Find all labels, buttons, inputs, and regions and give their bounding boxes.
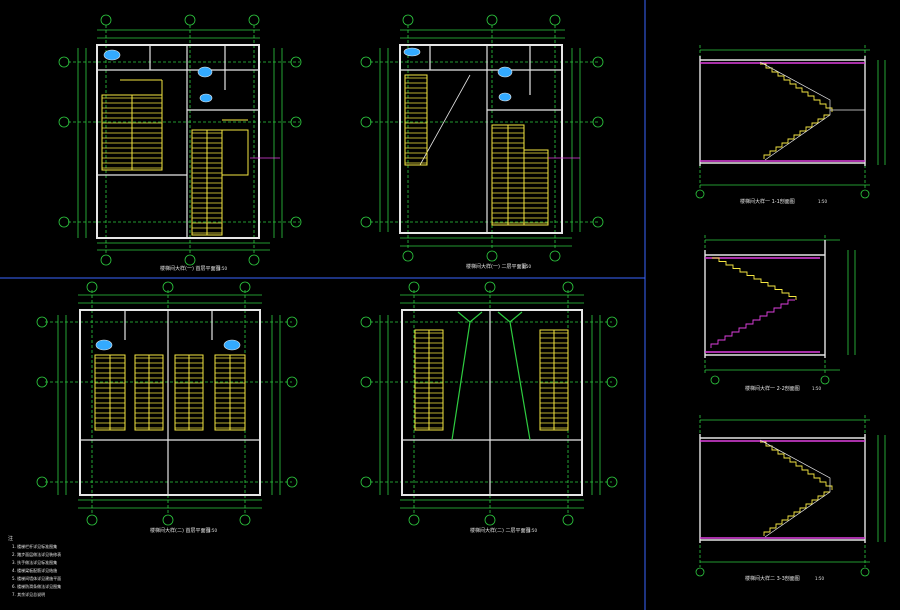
section-stair-profile bbox=[760, 63, 833, 112]
section-2-scale: 1:50 bbox=[812, 386, 821, 391]
section-3-title: 楼梯间大样二 3-3剖面图 bbox=[745, 575, 800, 582]
section-stair-profile bbox=[712, 257, 797, 300]
section-1-scale: 1:50 bbox=[818, 199, 827, 204]
section-stair-profile bbox=[710, 299, 795, 348]
note-item: 6. 楼梯防滑条做法详见图集 bbox=[12, 583, 61, 589]
plan-1-scale: 1:50 bbox=[218, 266, 227, 271]
section-stair-profile bbox=[763, 114, 830, 159]
section-3: 楼梯间大样二 3-3剖面图 1:50 bbox=[695, 415, 886, 582]
note-item: 7. 其余详见总说明 bbox=[12, 591, 45, 597]
plan-1-title: 楼梯间大样(一) 首层平面图 bbox=[160, 265, 221, 272]
plan-4-scale: 1:50 bbox=[528, 528, 537, 533]
note-item: 3. 扶手做法详见标准图集 bbox=[12, 559, 57, 565]
note-item: 5. 楼梯间墙体详见建施平面 bbox=[12, 575, 61, 581]
plan-4-title: 楼梯间大样(二) 二层平面图 bbox=[470, 527, 531, 534]
notes-heading: 注 bbox=[8, 535, 13, 542]
section-1-title: 楼梯间大样一 1-1剖面图 bbox=[740, 198, 795, 205]
section-2-title: 楼梯间大样一 2-2剖面图 bbox=[745, 385, 800, 392]
notes-block: 注 1. 楼梯栏杆详见标准图集 2. 踏步面层做法详见装修表 3. 扶手做法详见… bbox=[8, 535, 61, 597]
plan-3-title: 楼梯间大样(二) 首层平面图 bbox=[150, 527, 211, 534]
note-item: 1. 楼梯栏杆详见标准图集 bbox=[12, 543, 57, 549]
plan-4: 楼梯间大样(二) 二层平面图 1:50 bbox=[360, 281, 618, 534]
section-1: 楼梯间大样一 1-1剖面图 1:50 bbox=[695, 45, 886, 205]
plan-2-title: 楼梯间大样(一) 二层平面图 bbox=[466, 263, 527, 270]
plan-1: 楼梯间大样(一) 首层平面图 1:50 bbox=[58, 14, 302, 272]
section-2: 楼梯间大样一 2-2剖面图 1:50 bbox=[704, 235, 856, 392]
plan-3-scale: 1:50 bbox=[208, 528, 217, 533]
section-stair-profile bbox=[763, 491, 830, 536]
note-item: 4. 楼梯梁板配筋详见结施 bbox=[12, 567, 57, 573]
plan-2: 楼梯间大样(一) 二层平面图 1:50 bbox=[360, 14, 604, 270]
section-3-scale: 1:50 bbox=[815, 576, 824, 581]
section-stair-profile bbox=[760, 441, 833, 490]
plan-2-scale: 1:50 bbox=[522, 264, 531, 269]
plan-3: 楼梯间大样(二) 首层平面图 1:50 bbox=[36, 281, 298, 534]
note-item: 2. 踏步面层做法详见装修表 bbox=[12, 551, 61, 557]
